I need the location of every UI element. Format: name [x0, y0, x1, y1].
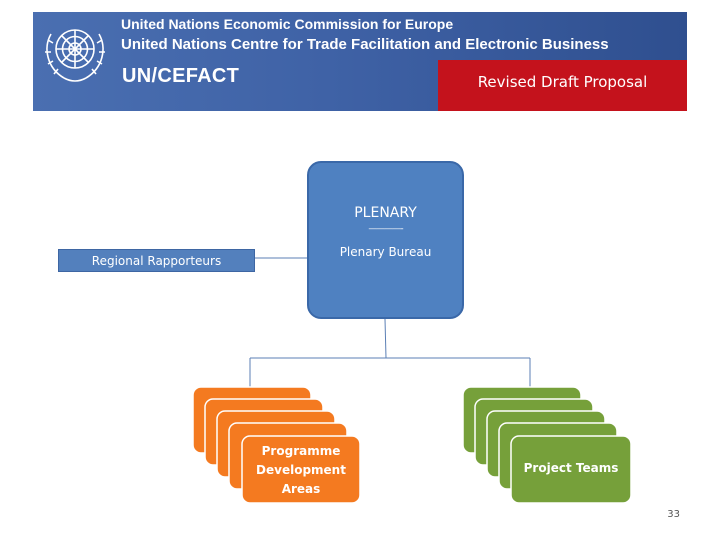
page-number: 33 [667, 509, 680, 520]
programme-card-front [241, 435, 361, 504]
plenary-title: PLENARY [354, 205, 417, 221]
programme-development-areas-label: Programme Development Areas [242, 442, 360, 499]
un-emblem-icon [45, 29, 105, 82]
status-label: Revised Draft Proposal [477, 73, 648, 91]
programme-development-areas-stack [192, 386, 361, 504]
programme-label-line-1: Programme [261, 444, 341, 458]
plenary-down-connector [384, 318, 387, 359]
status-banner: Revised Draft Proposal [438, 60, 687, 111]
organization-line-1: United Nations Economic Commission for E… [121, 16, 454, 32]
project-teams-label: Project Teams [523, 461, 619, 475]
regional-rapporteurs-box: Regional Rapporteurs [58, 249, 255, 272]
programme-label-line-2: Development [256, 463, 346, 477]
project-card-front [510, 435, 632, 504]
regional-rapporteurs-label: Regional Rapporteurs [91, 254, 222, 268]
plenary-bureau-label: Plenary Bureau [339, 245, 432, 259]
organization-line-2: United Nations Centre for Trade Facilita… [121, 36, 609, 53]
programme-label-line-3: Areas [281, 482, 321, 496]
organization-acronym: UN/CEFACT [122, 65, 240, 87]
plenary-box: PLENARY ————- Plenary Bureau [307, 161, 464, 319]
project-teams-stack [462, 386, 632, 504]
plenary-separator: ————- [368, 224, 403, 234]
header-banner: United Nations Economic Commission for E… [33, 12, 687, 111]
